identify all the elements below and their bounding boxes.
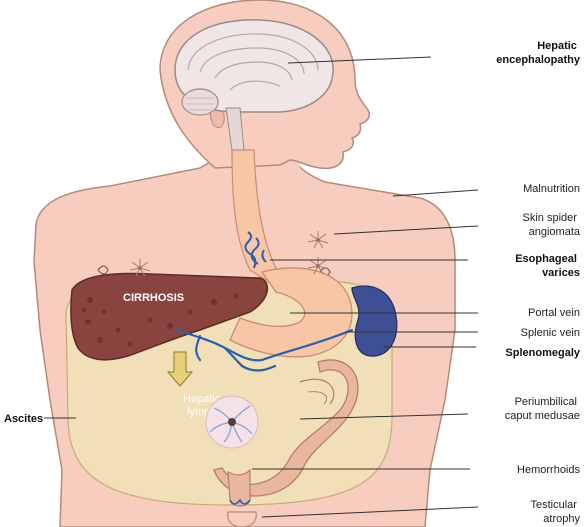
label-malnutrition: Malnutrition	[523, 183, 580, 195]
label-esophageal-varices: Esophageal varices	[515, 253, 580, 279]
label-splenic-vein: Splenic vein	[521, 327, 580, 339]
label-hepatic-encephalopathy: Hepatic encephalopathy	[496, 40, 581, 66]
label-portal-vein: Portal vein	[528, 307, 580, 319]
label-ascites: Ascites	[4, 413, 43, 425]
caput-medusae	[206, 396, 258, 448]
cirrhosis-label: CIRRHOSIS	[123, 292, 184, 304]
label-splenomegaly: Splenomegaly	[505, 347, 580, 359]
label-hemorrhoids: Hemorrhoids	[517, 464, 580, 476]
label-skin-spider-angiomata: Skin spider angiomata	[523, 212, 581, 238]
label-testicular-atrophy: Testicular atrophy	[530, 499, 580, 525]
label-periumbilical-caput-medusae: Periumbilical caput medusae	[505, 396, 580, 422]
testes	[228, 512, 257, 527]
